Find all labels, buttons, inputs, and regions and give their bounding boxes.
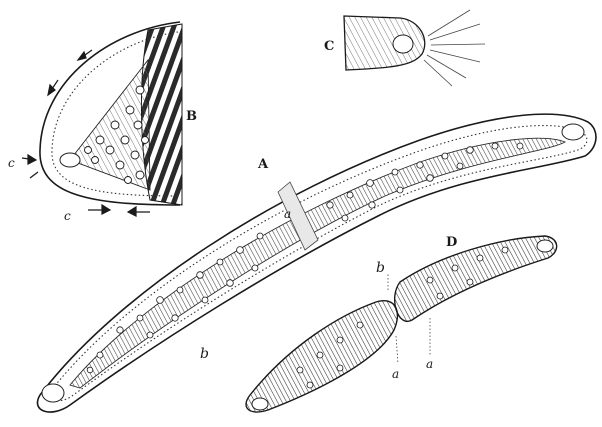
label-a-figure: A: [257, 157, 269, 172]
cell-c-end-detail: [344, 10, 485, 86]
label-a-d-left: a: [392, 367, 399, 381]
label-a-median: a: [284, 207, 291, 221]
label-b-figure: B: [186, 109, 197, 124]
label-b-d: b: [376, 260, 385, 276]
cell-b-end-detail: [22, 22, 182, 216]
label-c-figure: C: [324, 39, 334, 54]
label-a-d-right: a: [426, 357, 433, 371]
label-c-b-bottom: c: [64, 209, 71, 223]
label-b-main: b: [200, 346, 209, 362]
label-c-b-left: c: [8, 156, 15, 170]
label-d-figure: D: [446, 235, 457, 250]
